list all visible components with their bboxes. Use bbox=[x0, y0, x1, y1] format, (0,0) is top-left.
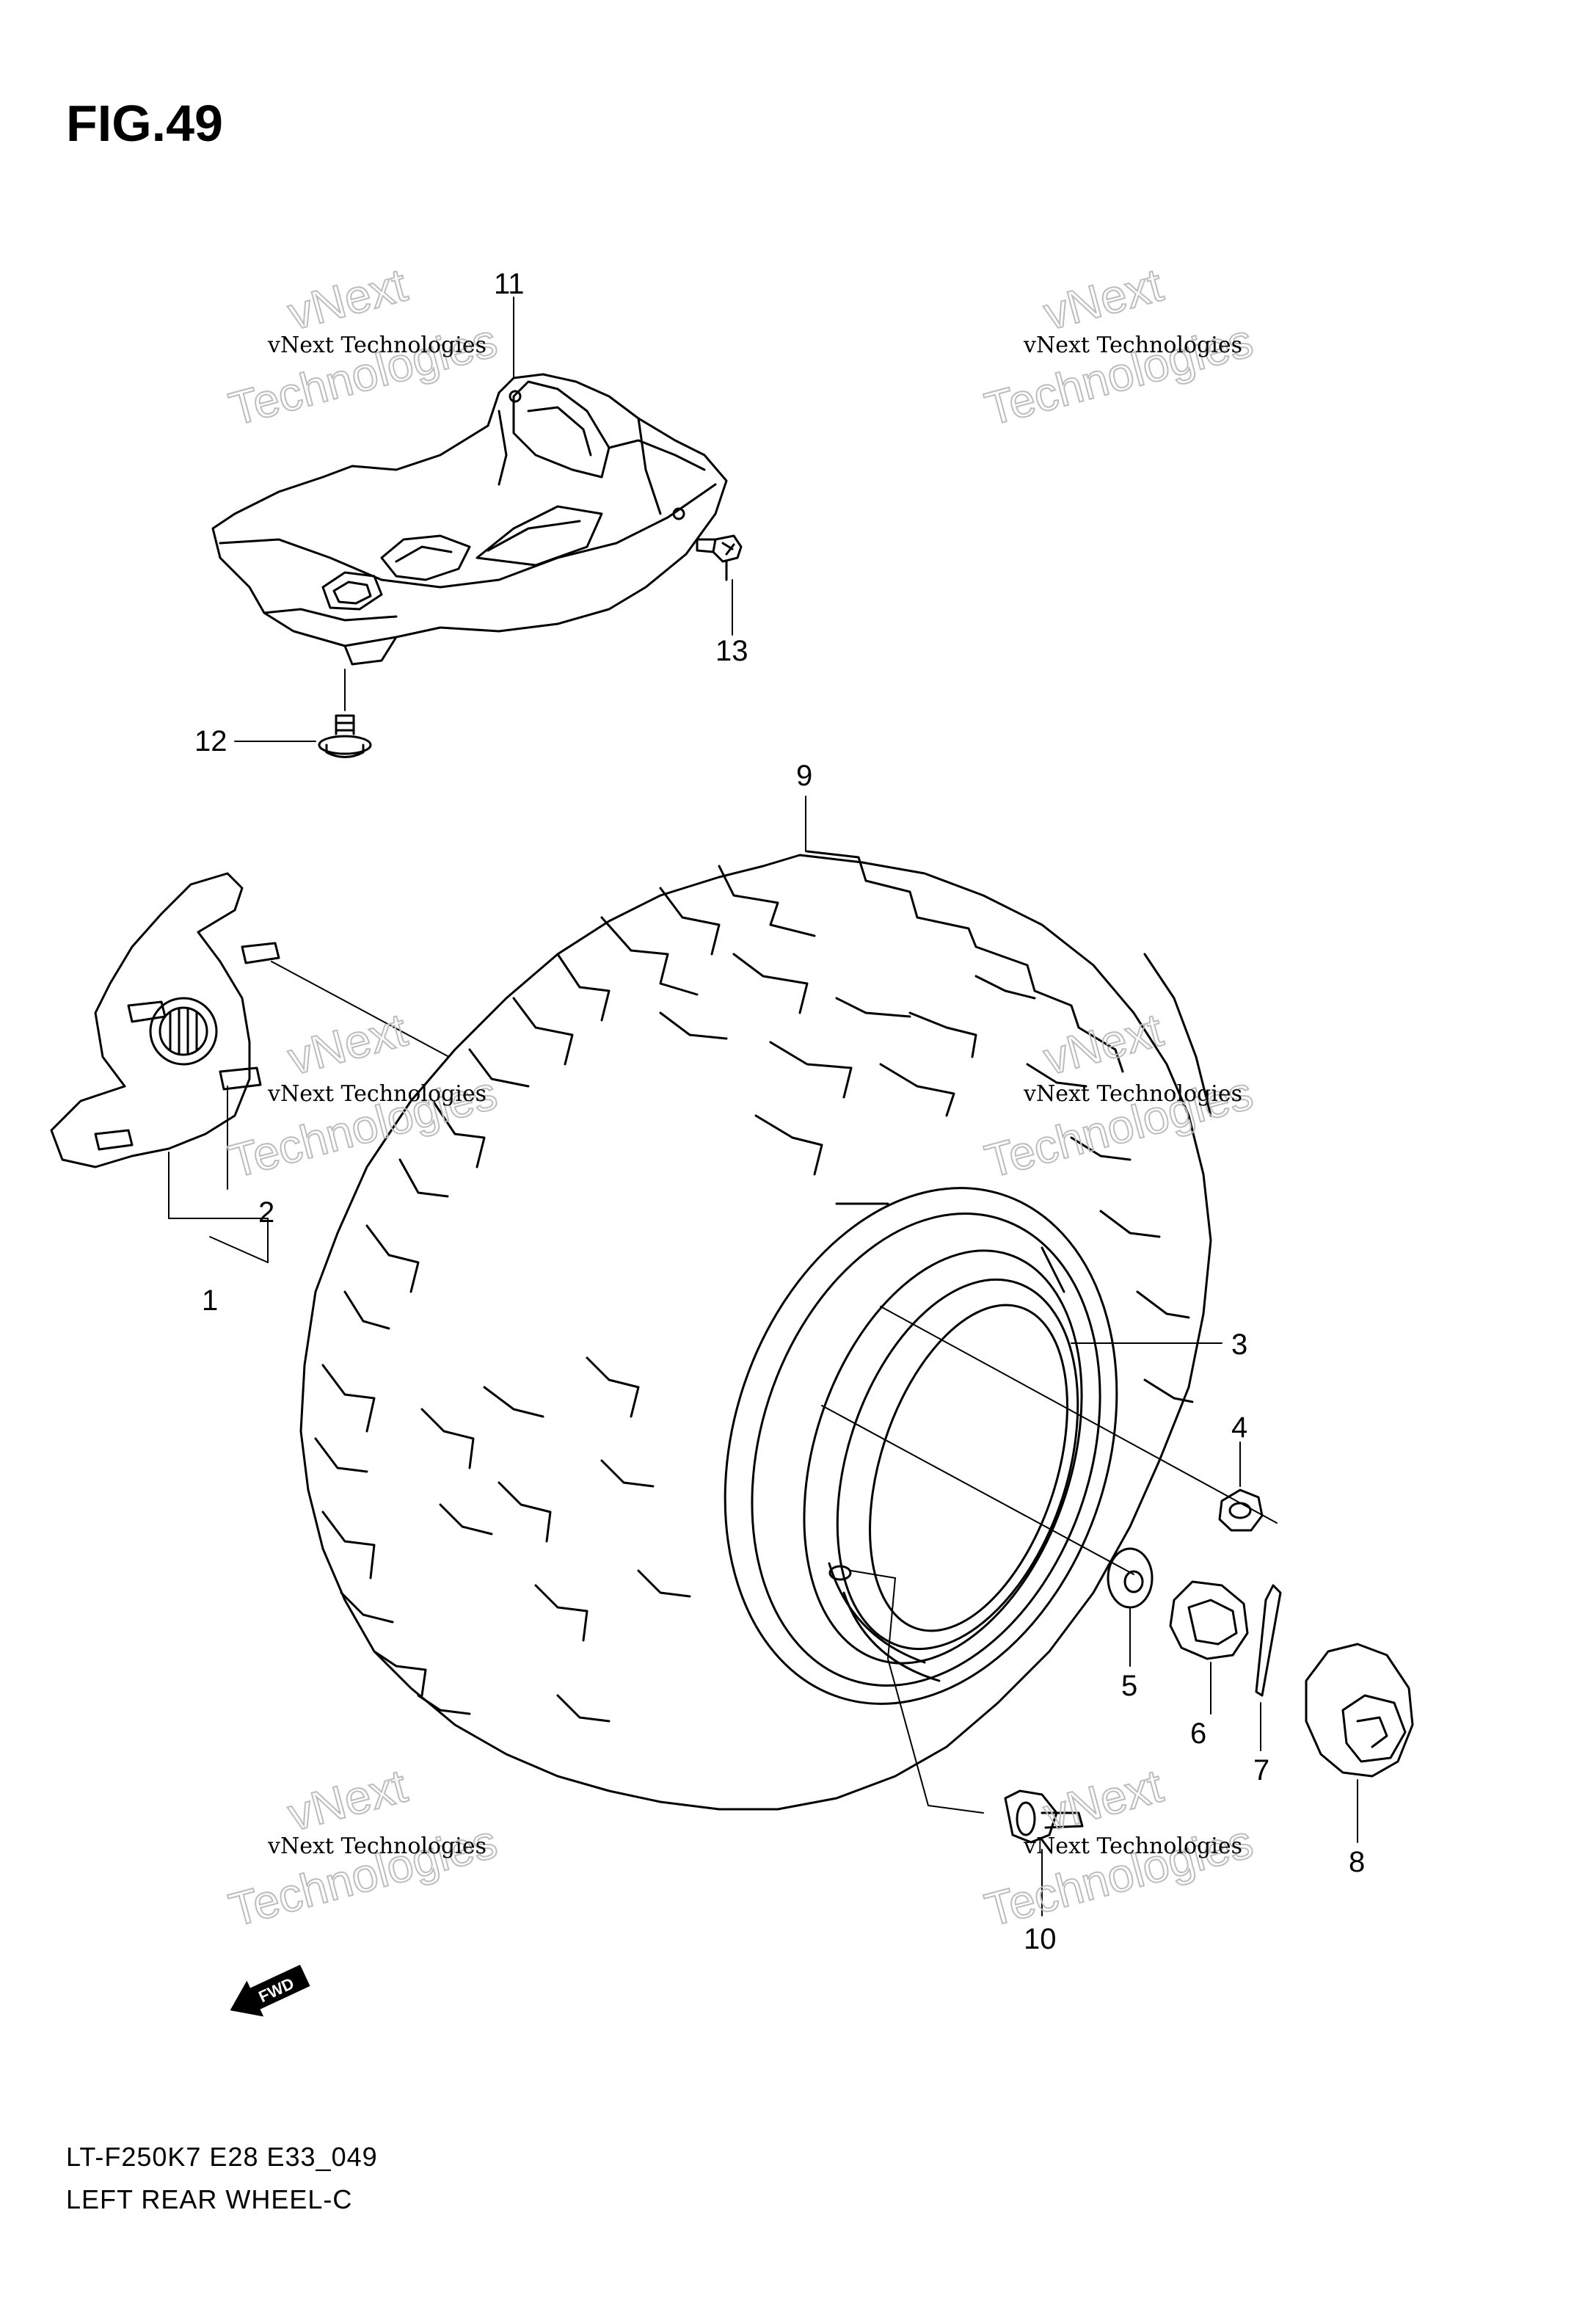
figure-caption: LEFT REAR WHEEL-C bbox=[66, 2184, 353, 2214]
part-13-bolt bbox=[696, 534, 743, 636]
part-6-castle-nut bbox=[1169, 1580, 1249, 1715]
part-8-cap bbox=[1305, 1643, 1414, 1843]
svg-text:vNext: vNext bbox=[1038, 1759, 1168, 1842]
svg-text:vNext Technologies: vNext Technologies bbox=[1023, 1833, 1242, 1859]
part-5-washer bbox=[1107, 1547, 1154, 1667]
part-9-tire bbox=[299, 850, 1212, 1811]
watermark-mid-left: vNext Technologies vNext Technologies bbox=[223, 1003, 503, 1189]
watermark-top-right: vNext Technologies vNext Technologies bbox=[979, 258, 1258, 437]
callout-5: 5 bbox=[1121, 1670, 1137, 1702]
part-10-valve bbox=[1004, 1789, 1084, 1916]
svg-text:vNext: vNext bbox=[1038, 258, 1168, 341]
part-7-cotter-pin bbox=[1255, 1584, 1282, 1751]
callout-8: 8 bbox=[1349, 1846, 1365, 1878]
callout-12: 12 bbox=[194, 725, 227, 757]
callout-10: 10 bbox=[1024, 1923, 1057, 1955]
watermark-bottom-right: vNext Technologies vNext Technologies bbox=[979, 1759, 1258, 1938]
svg-text:vNext Technologies: vNext Technologies bbox=[267, 1081, 487, 1107]
callout-9: 9 bbox=[796, 760, 812, 792]
callout-7: 7 bbox=[1253, 1754, 1269, 1786]
svg-text:vNext Technologies: vNext Technologies bbox=[267, 1833, 487, 1859]
svg-text:vNext Technologies: vNext Technologies bbox=[1023, 1081, 1242, 1107]
part-11-guard bbox=[211, 373, 728, 666]
callout-3: 3 bbox=[1231, 1328, 1247, 1361]
callout-13: 13 bbox=[715, 635, 748, 667]
svg-text:vNext: vNext bbox=[283, 258, 412, 341]
callout-4: 4 bbox=[1231, 1411, 1247, 1444]
svg-text:vNext Technologies: vNext Technologies bbox=[1023, 332, 1242, 358]
callout-6: 6 bbox=[1190, 1717, 1206, 1750]
figure-code: LT-F250K7 E28 E33_049 bbox=[66, 2142, 378, 2172]
fwd-arrow-icon: FWD bbox=[230, 1964, 310, 2017]
svg-text:vNext Technologies: vNext Technologies bbox=[267, 332, 487, 358]
watermark-top-left: vNext Technologies vNext Technologies bbox=[223, 258, 503, 437]
watermark-mid-right: vNext Technologies vNext Technologies bbox=[979, 1003, 1258, 1189]
callout-2: 2 bbox=[258, 1196, 274, 1229]
part-12-bolt bbox=[234, 669, 372, 758]
callout-11: 11 bbox=[494, 268, 525, 300]
svg-text:vNext: vNext bbox=[283, 1759, 412, 1842]
svg-text:vNext: vNext bbox=[283, 1003, 412, 1086]
callout-1: 1 bbox=[202, 1284, 218, 1317]
part-4-nut bbox=[1218, 1442, 1264, 1532]
watermark-bottom-left: vNext Technologies vNext Technologies bbox=[223, 1759, 503, 1938]
figure-title: FIG.49 bbox=[66, 95, 223, 152]
part-1-hub bbox=[50, 872, 280, 1168]
svg-text:vNext: vNext bbox=[1038, 1003, 1168, 1086]
part-3-wheel-rim bbox=[724, 1187, 1118, 1705]
